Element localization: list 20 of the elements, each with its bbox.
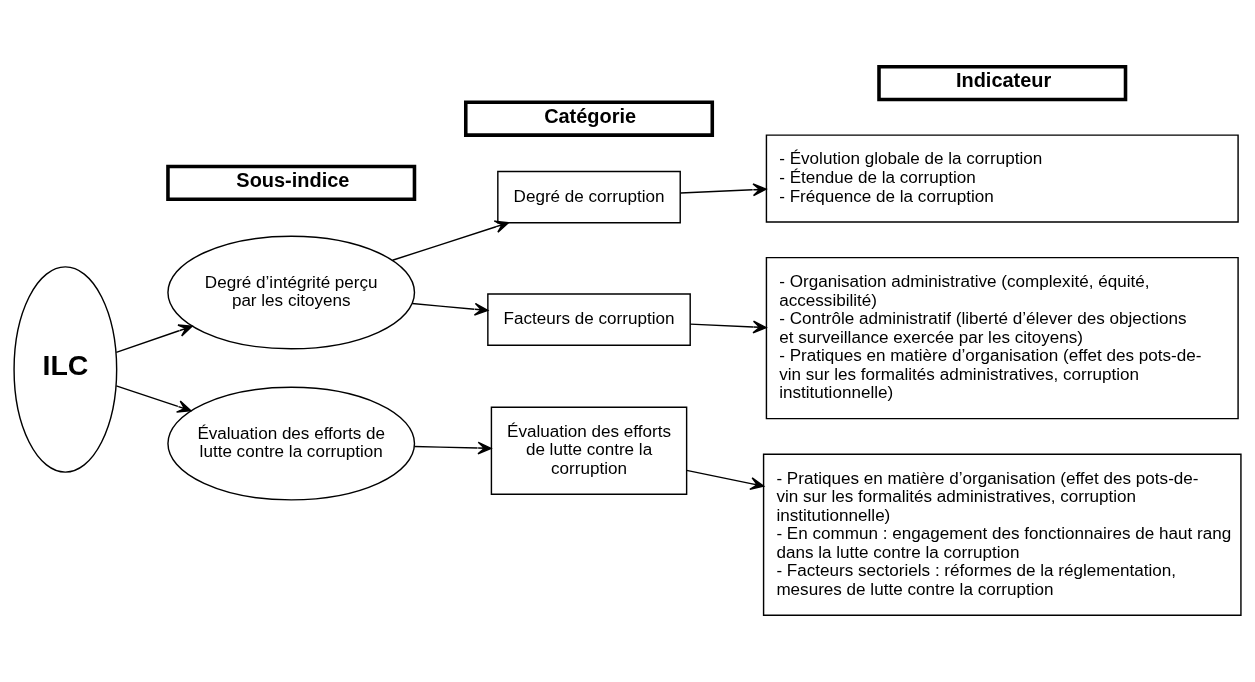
node-box: Évaluation des efforts de lutte contre la corruption [490, 406, 688, 495]
arrow [115, 324, 193, 354]
node-ellipse: Évaluation des efforts de lutte contre la corruption [167, 386, 416, 501]
node-box: Indicateur [877, 64, 1128, 102]
node-ellipse: ILC [13, 266, 118, 473]
node-box: - Pratiques en matière d’organisation (effet des pots-de-vin sur les formalités administratives, corruption institutionnelle) - En commun : engagement des fonctionnaires de haut rang dans la lutte contre la corruption - Facteurs sectoriels : réformes de la réglementation, mesures de lutte contre la corruption [762, 453, 1242, 616]
node-box: Sous-indice [166, 164, 417, 201]
node-box: Facteurs de corruption [487, 293, 691, 346]
arrow [411, 302, 489, 316]
arrow [689, 320, 767, 334]
arrow [413, 441, 492, 455]
arrow [115, 385, 192, 413]
node-box: - Organisation administrative (complexité, équité, accessibilité) - Contrôle administratif (liberté d’élever des objections et surveillance exercée par les citoyens) - Pratiques en matière d’organisation (effet des pots-de-vin sur les formalités administratives, corruption institutionnelle) [765, 256, 1239, 420]
node-ellipse: Degré d’intégrité perçu par les citoyens [167, 235, 416, 350]
node-box: - Évolution globale de la corruption - Étendue de la corruption - Fréquence de la corruption [765, 134, 1239, 223]
node-box: Catégorie [464, 100, 715, 137]
node-box: Degré de corruption [497, 170, 681, 224]
arrow [391, 220, 510, 261]
arrow [679, 183, 767, 197]
arrow [685, 469, 765, 490]
